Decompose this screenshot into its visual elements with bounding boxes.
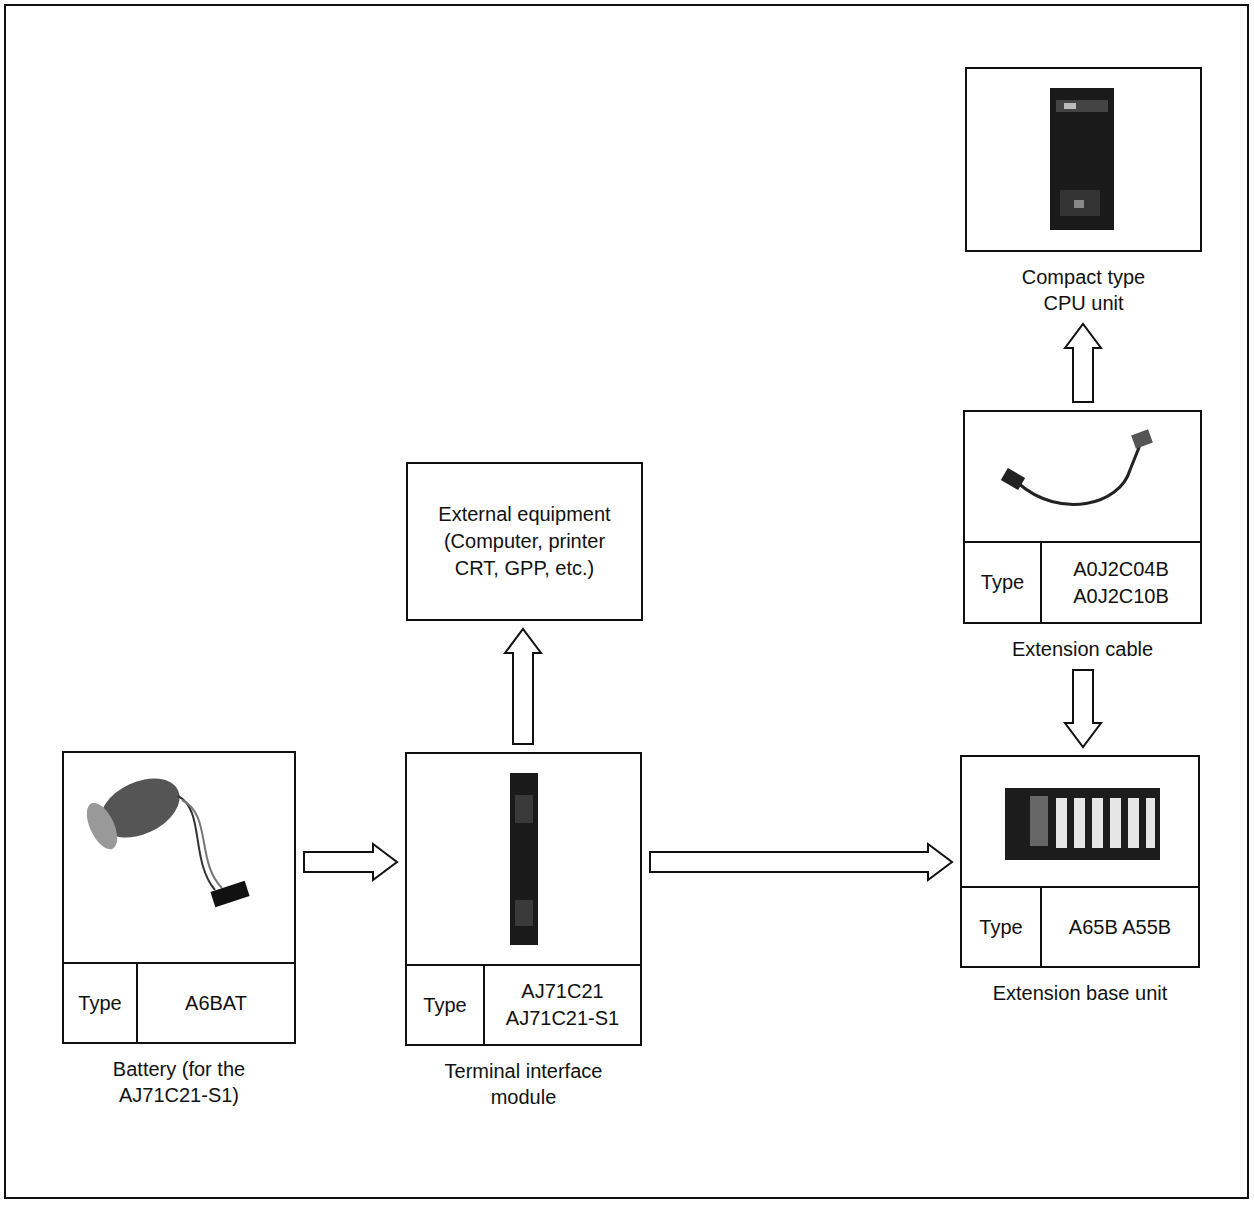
component-node: Compact type CPU unit bbox=[965, 67, 1202, 316]
component-box: TypeAJ71C21 AJ71C21-S1 bbox=[405, 752, 642, 1046]
base-photo bbox=[1005, 788, 1160, 860]
type-label: Type bbox=[965, 543, 1042, 622]
component-node: External equipment (Computer, printer CR… bbox=[406, 462, 643, 621]
block-arrow bbox=[505, 629, 541, 744]
box-text: External equipment (Computer, printer CR… bbox=[425, 501, 625, 582]
component-caption: Extension base unit bbox=[965, 980, 1195, 1006]
component-node: TypeA6BAT Battery (for the AJ71C21-S1) bbox=[62, 751, 296, 1108]
type-label: Type bbox=[64, 964, 138, 1042]
component-caption: Terminal interface module bbox=[419, 1058, 629, 1110]
component-box bbox=[965, 67, 1202, 252]
component-caption: Battery (for the AJ71C21-S1) bbox=[74, 1056, 284, 1108]
type-value: A65B A55B bbox=[1042, 888, 1198, 966]
outer-frame bbox=[5, 5, 1248, 1198]
type-table: TypeA65B A55B bbox=[962, 886, 1198, 966]
module-photo bbox=[510, 773, 538, 945]
component-node: TypeAJ71C21 AJ71C21-S1Terminal interface… bbox=[405, 752, 642, 1110]
component-box: TypeA65B A55B bbox=[960, 755, 1200, 968]
component-node: TypeA65B A55B Extension base unit bbox=[960, 755, 1200, 1006]
block-arrow bbox=[650, 844, 952, 880]
type-value: AJ71C21 AJ71C21-S1 bbox=[485, 966, 640, 1044]
component-caption: Compact type CPU unit bbox=[1004, 264, 1164, 316]
box-content: External equipment (Computer, printer CR… bbox=[408, 464, 641, 619]
component-box: TypeA0J2C04B A0J2C10B bbox=[963, 410, 1202, 624]
block-arrow bbox=[1065, 670, 1101, 747]
component-caption: Extension cable bbox=[973, 636, 1193, 662]
type-label: Type bbox=[962, 888, 1042, 966]
component-box: External equipment (Computer, printer CR… bbox=[406, 462, 643, 621]
type-value: A6BAT bbox=[138, 964, 294, 1042]
block-arrow bbox=[304, 844, 397, 880]
type-label: Type bbox=[407, 966, 485, 1044]
cpu-photo bbox=[1050, 88, 1114, 230]
component-node: TypeA0J2C04B A0J2C10B Extension cable bbox=[963, 410, 1202, 662]
block-arrow bbox=[1065, 324, 1101, 402]
type-table: TypeA0J2C04B A0J2C10B bbox=[965, 541, 1200, 622]
component-box: TypeA6BAT bbox=[62, 751, 296, 1044]
battery-photo bbox=[81, 767, 250, 907]
type-table: TypeA6BAT bbox=[64, 962, 294, 1042]
type-value: A0J2C04B A0J2C10B bbox=[1042, 543, 1200, 622]
cable-photo bbox=[1001, 429, 1153, 504]
type-table: TypeAJ71C21 AJ71C21-S1 bbox=[407, 964, 640, 1044]
